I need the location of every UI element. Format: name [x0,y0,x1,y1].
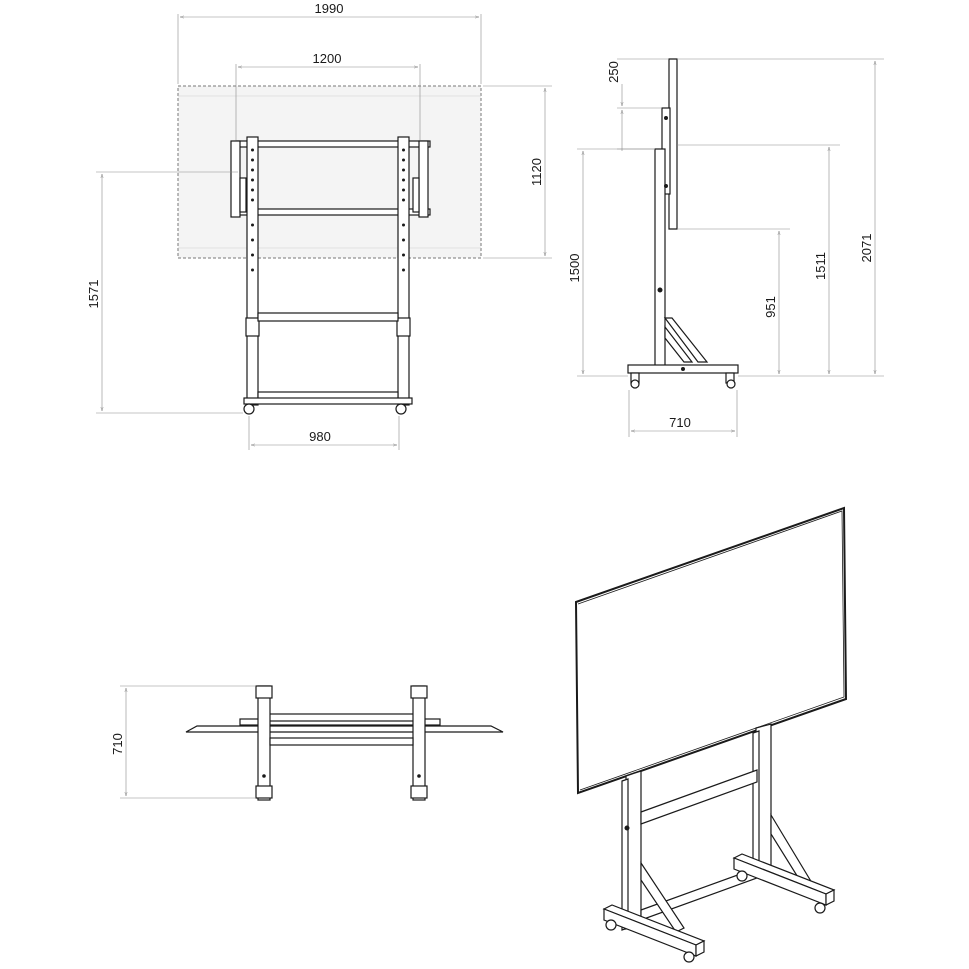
panel-hatching [178,95,481,249]
dim-label-1500: 1500 [567,254,582,283]
dim-vesa-width: 1200 [235,51,421,140]
front-view: 1990 1200 1120 1571 980 [86,1,552,450]
perspective-crossbar-upper [640,769,758,825]
dim-label-250: 250 [606,61,621,83]
perspective-display [574,506,848,795]
dim-label-710-side: 710 [669,415,691,430]
side-wheel-left [630,379,640,389]
dim-label-1511: 1511 [813,252,828,280]
dim-center-height: 1511 [677,144,840,377]
dim-overall-width: 1990 [177,1,482,84]
vesa-mount [230,140,431,218]
dim-bottom-edge-height: 951 [677,228,790,377]
side-brace [663,317,709,363]
side-view: 250 1500 951 1511 2071 [567,58,884,437]
top-upright-left [257,685,271,801]
perspective-view [574,506,848,963]
side-column [654,148,666,370]
front-base [243,397,413,405]
dim-panel-height: 1120 [483,85,552,259]
dim-label-2071: 2071 [859,234,874,263]
dim-total-height: 2071 [677,58,884,377]
dim-label-1120: 1120 [529,158,544,186]
top-display-panel [185,725,504,733]
dim-label-710-top: 710 [110,733,125,755]
dim-mount-height: 1571 [86,171,243,414]
dim-label-951: 951 [763,296,778,318]
dim-top-offset: 250 [606,58,669,151]
dim-label-1990: 1990 [315,1,344,16]
front-wheel-right [395,403,407,415]
middle-crossbar [257,312,399,322]
top-view: 710 [110,685,504,801]
column-holes [251,148,405,272]
dim-label-1200: 1200 [313,51,342,66]
dim-top-depth: 710 [110,685,256,799]
top-crossbar [269,737,414,746]
side-wheel-right [726,379,736,389]
dim-label-980: 980 [309,429,331,444]
dim-base-depth: 710 [628,390,738,437]
top-upright-right [412,685,426,801]
dim-label-1571: 1571 [86,280,101,309]
front-wheel-left [243,403,255,415]
dim-base-width: 980 [248,416,400,450]
side-knob [657,287,663,293]
dim-column-height: 1500 [567,148,655,377]
